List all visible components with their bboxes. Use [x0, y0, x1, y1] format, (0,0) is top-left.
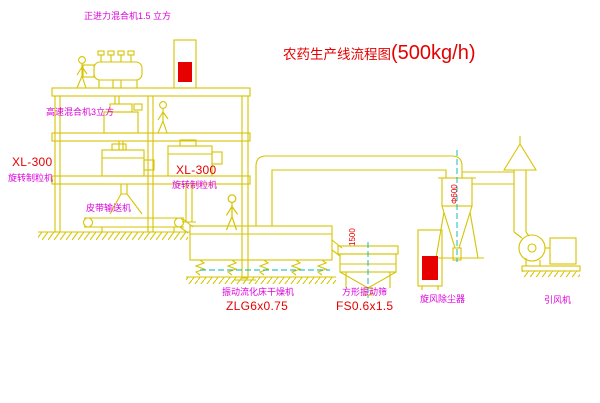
- title-capacity: (500kg/h): [391, 42, 476, 64]
- label-cyclone: 旋风除尘器: [420, 294, 466, 304]
- person-figure: [157, 101, 169, 134]
- label-dryer-name: 振动流化床干燥机: [222, 287, 295, 297]
- title-text: 农药生产线流程图: [283, 47, 391, 62]
- dimension-cyclone: Φ600: [450, 184, 459, 204]
- plow-mixer: [82, 50, 143, 104]
- label-granulator-left-model: XL-300: [12, 155, 53, 169]
- person-figure: [76, 56, 88, 89]
- person-figure: [225, 194, 239, 231]
- induced-draft-fan: [513, 231, 581, 272]
- ground-hatch: [38, 232, 188, 240]
- high-speed-mixer: [103, 103, 143, 150]
- fan-base-hatch: [522, 271, 580, 277]
- label-screen-name: 方形振动筛: [342, 287, 388, 297]
- fluid-bed-dryer: [179, 218, 336, 278]
- exhaust-stack: [462, 136, 537, 232]
- label-granulator-center-model: XL-300: [176, 163, 217, 177]
- label-belt-conveyor: 皮带输送机: [86, 203, 132, 213]
- granulator-center: [167, 139, 223, 223]
- label-screen-model: FS0.6x1.5: [336, 299, 394, 313]
- y-branch-pipe: [109, 184, 143, 215]
- label-dryer-model: ZLG6x0.75: [226, 299, 289, 313]
- label-granulator-left-name: 旋转制粒机: [8, 173, 54, 183]
- granulator-left: [101, 143, 155, 177]
- centerlines: [200, 150, 458, 298]
- label-fan: 引风机: [544, 295, 572, 305]
- diagram-title: 农药生产线流程图(500kg/h): [283, 42, 476, 65]
- label-plow-mixer: 正进力混合机1.5 立方: [84, 11, 172, 21]
- exhaust-duct: [255, 155, 463, 226]
- belt-conveyor: [82, 217, 185, 232]
- label-granulator-center-name: 旋转制粒机: [172, 180, 218, 190]
- dryer-base-hatch: [186, 277, 336, 284]
- dimension-screen: 1500: [348, 228, 357, 246]
- control-cabinet: [417, 229, 443, 290]
- label-high-speed-mixer: 高速混合机3立方: [46, 107, 115, 117]
- control-cabinet: [173, 39, 197, 89]
